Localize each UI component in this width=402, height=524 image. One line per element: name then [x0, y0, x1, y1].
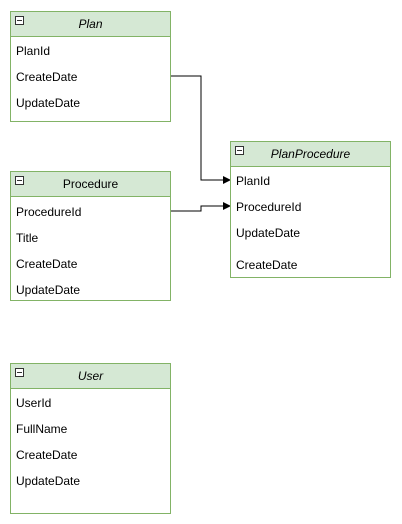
- field-procedure-procedureid[interactable]: ProcedureId: [16, 205, 82, 219]
- entity-planprocedure[interactable]: PlanProcedure PlanId ProcedureId UpdateD…: [230, 141, 391, 278]
- connector-plan-to-planprocedure[interactable]: [171, 75, 231, 184]
- entity-planprocedure-header[interactable]: PlanProcedure: [231, 142, 390, 167]
- field-plan-planid[interactable]: PlanId: [16, 44, 51, 58]
- collapse-icon[interactable]: [15, 16, 24, 25]
- entity-user[interactable]: User UserId FullName CreateDate UpdateDa…: [10, 363, 171, 514]
- entity-procedure[interactable]: Procedure ProcedureId Title CreateDate U…: [10, 171, 171, 301]
- entity-procedure-title: Procedure: [62, 177, 119, 191]
- entity-plan[interactable]: Plan PlanId CreateDate UpdateDate: [10, 11, 171, 122]
- field-planprocedure-procedureid[interactable]: ProcedureId: [236, 200, 302, 214]
- entity-planprocedure-title: PlanProcedure: [270, 147, 351, 161]
- collapse-icon[interactable]: [15, 176, 24, 185]
- field-user-fullname[interactable]: FullName: [16, 422, 68, 436]
- field-procedure-createdate[interactable]: CreateDate: [16, 257, 78, 271]
- collapse-icon[interactable]: [15, 368, 24, 377]
- field-procedure-title[interactable]: Title: [16, 231, 39, 245]
- entity-plan-title: Plan: [78, 17, 103, 31]
- field-planprocedure-updatedate[interactable]: UpdateDate: [236, 226, 301, 240]
- field-planprocedure-planid[interactable]: PlanId: [236, 174, 271, 188]
- collapse-icon[interactable]: [235, 146, 244, 155]
- entity-plan-header[interactable]: Plan: [11, 12, 170, 37]
- field-user-updatedate[interactable]: UpdateDate: [16, 474, 81, 488]
- entity-procedure-header[interactable]: Procedure: [11, 172, 170, 197]
- entity-user-title: User: [77, 369, 104, 383]
- field-user-userid[interactable]: UserId: [16, 396, 52, 410]
- connector-procedure-to-planprocedure[interactable]: [171, 202, 231, 212]
- field-planprocedure-createdate[interactable]: CreateDate: [236, 258, 298, 272]
- field-plan-updatedate[interactable]: UpdateDate: [16, 96, 81, 110]
- field-procedure-updatedate[interactable]: UpdateDate: [16, 283, 81, 297]
- entity-user-header[interactable]: User: [11, 364, 170, 389]
- field-user-createdate[interactable]: CreateDate: [16, 448, 78, 462]
- field-plan-createdate[interactable]: CreateDate: [16, 70, 78, 84]
